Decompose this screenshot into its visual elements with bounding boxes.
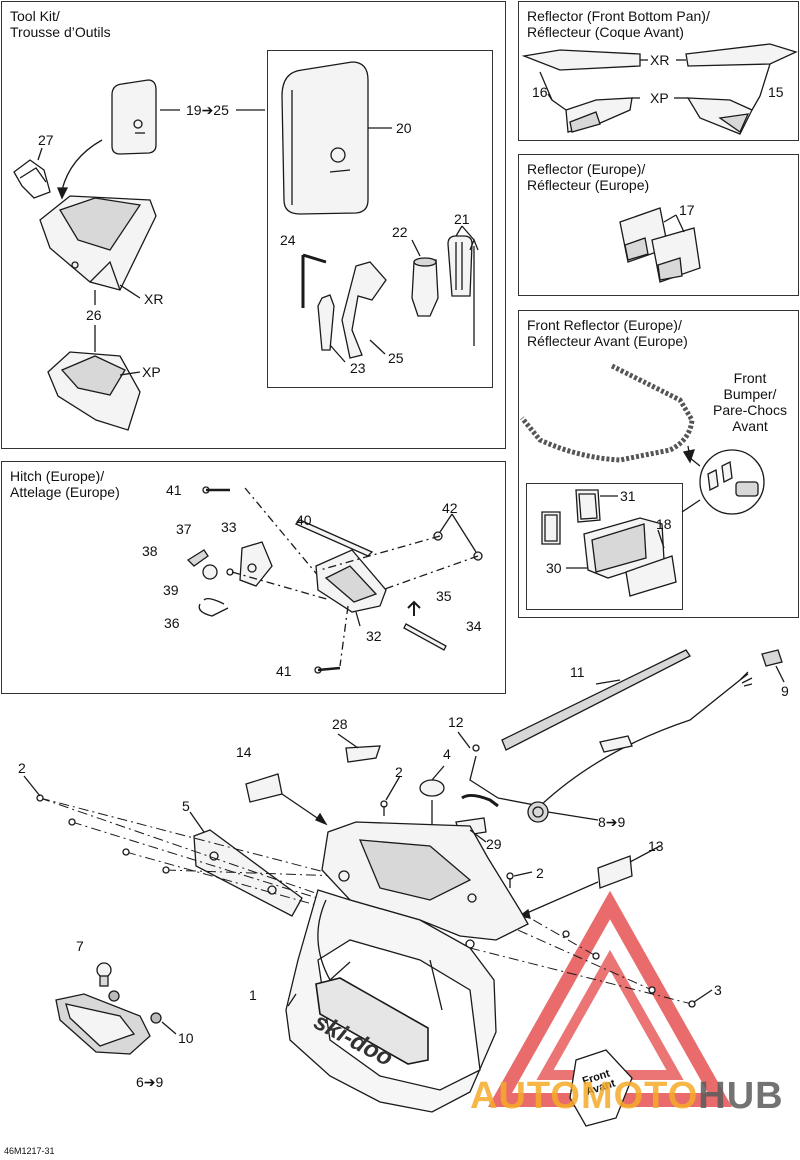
toolkit-pouch-large bbox=[281, 61, 369, 215]
callout-12: 12 bbox=[448, 714, 464, 730]
callout-31: 31 bbox=[620, 488, 636, 504]
callout-37: 37 bbox=[176, 521, 192, 537]
decal-13 bbox=[597, 855, 633, 889]
bracket-27 bbox=[13, 159, 51, 199]
toolkit-title: Tool Kit/ Trousse d’Outils bbox=[10, 8, 111, 40]
callout-xr-reflector: XR bbox=[650, 52, 670, 68]
watermark-text: AUTOMOTOHUB bbox=[470, 1075, 784, 1117]
screwdriver-21 bbox=[447, 235, 473, 297]
callout-xp-holder: XP bbox=[142, 364, 161, 380]
emblem-4 bbox=[419, 779, 445, 797]
callout-41-top: 41 bbox=[166, 482, 182, 498]
callout-16: 16 bbox=[532, 84, 548, 100]
callout-9: 9 bbox=[781, 683, 789, 699]
callout-2-right: 2 bbox=[536, 865, 544, 881]
hitch-title: Hitch (Europe)/ Attelage (Europe) bbox=[10, 468, 120, 500]
decal-14 bbox=[245, 773, 283, 803]
callout-30: 30 bbox=[546, 560, 562, 576]
callout-2-mid: 2 bbox=[395, 764, 403, 780]
callout-6-9: 6➔9 bbox=[136, 1074, 164, 1090]
callout-20: 20 bbox=[396, 120, 412, 136]
callout-13: 13 bbox=[648, 838, 664, 854]
callout-41-bottom: 41 bbox=[276, 663, 292, 679]
callout-36: 36 bbox=[164, 615, 180, 631]
callout-xp-reflector: XP bbox=[650, 90, 669, 106]
callout-33: 33 bbox=[221, 519, 237, 535]
reflector-europe-title: Reflector (Europe)/ Réflecteur (Europe) bbox=[527, 161, 650, 193]
front-decal bbox=[569, 1049, 633, 1127]
callout-28: 28 bbox=[332, 716, 348, 732]
reflector-right-xr bbox=[685, 43, 798, 67]
callout-19-25: 19➔25 bbox=[186, 102, 229, 118]
bracket-33 bbox=[239, 541, 273, 587]
hex-key-24 bbox=[301, 253, 327, 308]
bulb-7 bbox=[96, 962, 112, 978]
socket-22 bbox=[411, 259, 439, 317]
reflector-housing-31a bbox=[541, 511, 561, 545]
document-code: 46M1217-31 bbox=[4, 1146, 55, 1156]
callout-42: 42 bbox=[442, 500, 458, 516]
clip-37 bbox=[186, 549, 209, 567]
callout-29: 29 bbox=[486, 836, 502, 852]
toolkit-pouch-small bbox=[111, 79, 157, 155]
reflector-18 bbox=[625, 555, 677, 597]
callout-5: 5 bbox=[182, 798, 190, 814]
callout-7: 7 bbox=[76, 938, 84, 954]
rod-34 bbox=[403, 623, 447, 651]
front-reflector-europe-title: Front Reflector (Europe)/ Réflecteur Ava… bbox=[527, 317, 688, 349]
callout-32: 32 bbox=[366, 628, 382, 644]
wrench-23 bbox=[317, 294, 335, 351]
callout-3: 3 bbox=[714, 982, 722, 998]
callout-15: 15 bbox=[768, 84, 784, 100]
front-bumper bbox=[520, 363, 695, 463]
callout-23: 23 bbox=[350, 360, 366, 376]
callout-18: 18 bbox=[656, 516, 672, 532]
trim-strip-11 bbox=[501, 649, 691, 751]
callout-21: 21 bbox=[454, 211, 470, 227]
logo-plate bbox=[315, 977, 429, 1065]
callout-24: 24 bbox=[280, 232, 296, 248]
callout-14: 14 bbox=[236, 744, 252, 760]
hairpin-36 bbox=[198, 603, 229, 617]
callout-27: 27 bbox=[38, 132, 54, 148]
connector-9 bbox=[761, 649, 783, 667]
callout-front-bumper: Front Bumper/ Pare-Chocs Avant bbox=[713, 370, 787, 434]
callout-10: 10 bbox=[178, 1030, 194, 1046]
callout-25: 25 bbox=[388, 350, 404, 366]
callout-2-left: 2 bbox=[18, 760, 26, 776]
wiring-harness bbox=[469, 671, 749, 807]
callout-34: 34 bbox=[466, 618, 482, 634]
spanner-25 bbox=[341, 261, 387, 359]
reflector-left-xr bbox=[521, 49, 641, 71]
callout-4: 4 bbox=[443, 746, 451, 762]
callout-35: 35 bbox=[436, 588, 452, 604]
callout-xr-holder: XR bbox=[144, 291, 164, 307]
reflector-front-title: Reflector (Front Bottom Pan)/ Réflecteur… bbox=[527, 8, 710, 40]
reflector-housing-31b bbox=[575, 489, 601, 523]
callout-39: 39 bbox=[163, 582, 179, 598]
reflector-front-panel: Reflector (Front Bottom Pan)/ Réflecteur… bbox=[518, 1, 799, 141]
callout-17: 17 bbox=[679, 202, 695, 218]
callout-22: 22 bbox=[392, 224, 408, 240]
callout-8-9: 8➔9 bbox=[598, 814, 626, 830]
callout-11: 11 bbox=[570, 664, 585, 680]
callout-1: 1 bbox=[249, 987, 257, 1003]
callout-40: 40 bbox=[296, 512, 312, 528]
decal-28 bbox=[345, 745, 381, 763]
callout-38: 38 bbox=[142, 543, 158, 559]
callout-26: 26 bbox=[86, 307, 102, 323]
